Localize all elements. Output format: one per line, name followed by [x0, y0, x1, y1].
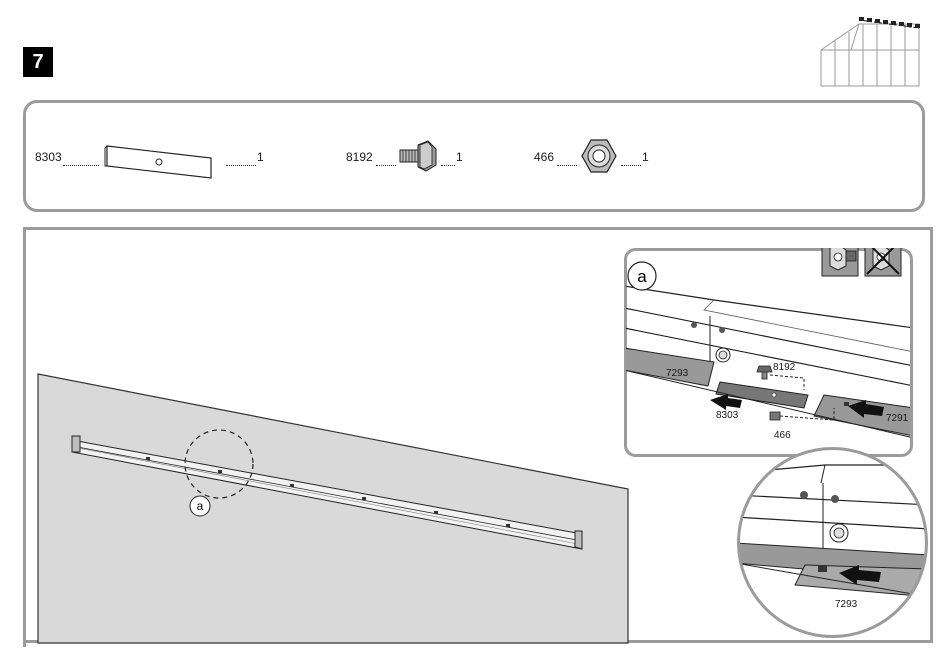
label-bolt: 8192 — [773, 362, 796, 373]
zoom-circle: 7293 — [735, 445, 930, 640]
detail-marker-label: a — [637, 267, 647, 286]
detail-inset-a: a 8192 466 8303 7293 7291 — [624, 248, 914, 458]
no-power-drill-icon — [865, 248, 901, 276]
label-right-rail: 7291 — [886, 413, 909, 424]
label-left-rail: 7293 — [666, 368, 689, 379]
wall-panel — [38, 374, 628, 643]
label-plate: 8303 — [716, 410, 739, 421]
detail-marker-label: a — [197, 499, 204, 513]
wrench-bolt-icon — [822, 248, 858, 276]
label-zoom-rail: 7293 — [835, 599, 858, 610]
label-nut: 466 — [774, 430, 791, 441]
